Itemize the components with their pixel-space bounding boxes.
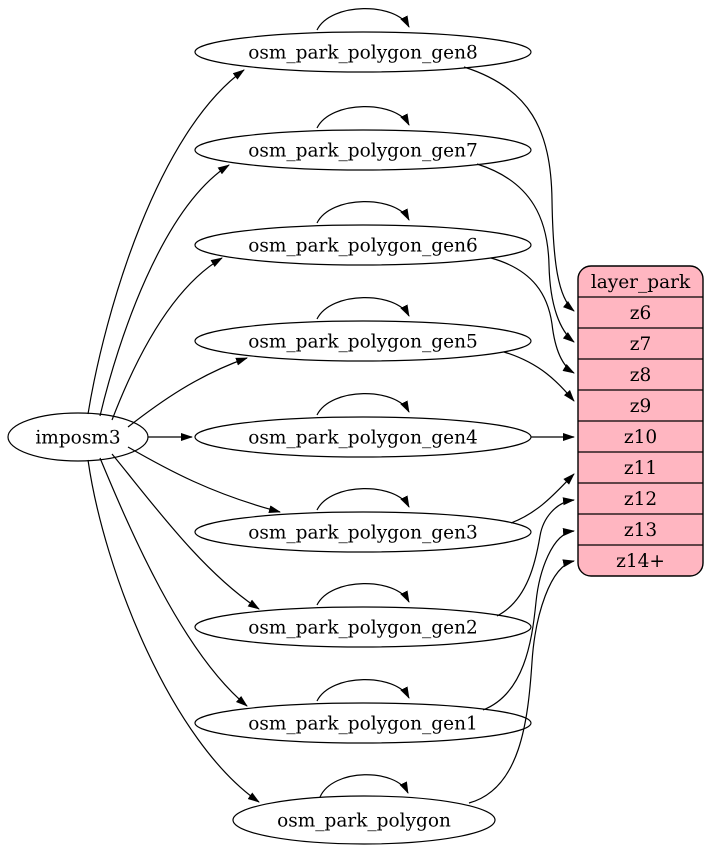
self-loop-gen6 xyxy=(316,201,410,224)
gen5-label: osm_park_polygon_gen5 xyxy=(248,332,478,353)
edge-gen1-to-z13 xyxy=(482,528,575,711)
gen3-label: osm_park_polygon_gen3 xyxy=(248,523,478,544)
edge-gen8-to-z6 xyxy=(463,66,575,312)
edge-gen5-to-z9 xyxy=(503,351,575,402)
gen4-label: osm_park_polygon_gen4 xyxy=(248,428,478,449)
self-loop-gen7 xyxy=(316,106,410,129)
self-loop-gen2 xyxy=(316,583,410,606)
node-osm_park_polygon_gen4: osm_park_polygon_gen4 xyxy=(194,416,532,458)
edges-to-layer xyxy=(463,66,575,804)
node-osm_park_polygon_gen5: osm_park_polygon_gen5 xyxy=(194,320,532,362)
edge-gen7-to-z7 xyxy=(476,163,575,343)
layer-park-header: layer_park xyxy=(591,272,691,293)
node-osm_park_polygon_gen1: osm_park_polygon_gen1 xyxy=(194,702,532,744)
edge-imposm3-to-gen6 xyxy=(111,257,223,421)
row-z11: z11 xyxy=(624,458,657,479)
polygon-ellipse xyxy=(232,795,496,845)
row-z8: z8 xyxy=(630,365,652,386)
gen8-ellipse xyxy=(194,31,532,73)
row-z10: z10 xyxy=(624,427,657,448)
self-loop-gen8 xyxy=(316,8,410,31)
edge-gen6-to-z8 xyxy=(490,257,575,374)
row-z9: z9 xyxy=(630,396,652,417)
edges-imposm3 xyxy=(87,69,281,803)
gen2-ellipse xyxy=(194,606,532,648)
gen5-ellipse xyxy=(194,320,532,362)
gen1-ellipse xyxy=(194,702,532,744)
gen7-label: osm_park_polygon_gen7 xyxy=(248,141,478,162)
gen1-label: osm_park_polygon_gen1 xyxy=(248,714,478,735)
layer-park-record: layer_park z6 z7 z8 z9 z10 z11 z12 z13 z… xyxy=(577,265,704,577)
row-z7: z7 xyxy=(630,334,652,355)
edge-imposm3-to-gen3 xyxy=(127,446,281,514)
gen2-label: osm_park_polygon_gen2 xyxy=(248,618,478,639)
self-loop-osm_park_polygon xyxy=(319,774,409,798)
self-loop-gen4 xyxy=(316,393,410,416)
edge-imposm3-to-osm_park_polygon xyxy=(87,459,260,803)
edge-imposm3-to-gen5 xyxy=(127,357,248,428)
edge-imposm3-to-gen8 xyxy=(87,69,245,415)
gen7-ellipse xyxy=(194,129,532,171)
node-osm_park_polygon_gen6: osm_park_polygon_gen6 xyxy=(194,224,532,266)
node-osm_park_polygon_gen3: osm_park_polygon_gen3 xyxy=(194,511,532,553)
node-osm_park_polygon_gen2: osm_park_polygon_gen2 xyxy=(194,606,532,648)
imposm3-label: imposm3 xyxy=(35,428,120,449)
node-imposm3: imposm3 xyxy=(7,412,149,462)
row-z14plus: z14+ xyxy=(616,551,665,572)
edge-gen3-to-z11 xyxy=(510,473,575,524)
node-osm_park_polygon_gen8: osm_park_polygon_gen8 xyxy=(194,31,532,73)
row-z13: z13 xyxy=(624,520,657,541)
node-osm_park_polygon_gen7: osm_park_polygon_gen7 xyxy=(194,129,532,171)
self-loop-gen1 xyxy=(316,679,410,702)
gen8-label: osm_park_polygon_gen8 xyxy=(248,43,478,64)
row-z12: z12 xyxy=(624,489,657,510)
polygon-label: osm_park_polygon xyxy=(277,811,451,832)
self-loops xyxy=(316,8,410,798)
edge-imposm3-to-gen7 xyxy=(99,164,230,417)
row-z6: z6 xyxy=(630,303,652,324)
self-loop-gen3 xyxy=(316,488,410,511)
edge-gen2-to-z12 xyxy=(496,497,575,617)
edge-imposm3-to-gen2 xyxy=(111,453,260,610)
node-osm_park_polygon: osm_park_polygon xyxy=(232,795,496,845)
edge-imposm3-to-gen1 xyxy=(99,457,248,707)
self-loop-gen5 xyxy=(316,297,410,320)
edge-osm_park_polygon-to-z14plus xyxy=(468,559,575,804)
gen3-ellipse xyxy=(194,511,532,553)
gen6-ellipse xyxy=(194,224,532,266)
gen6-label: osm_park_polygon_gen6 xyxy=(248,236,478,257)
